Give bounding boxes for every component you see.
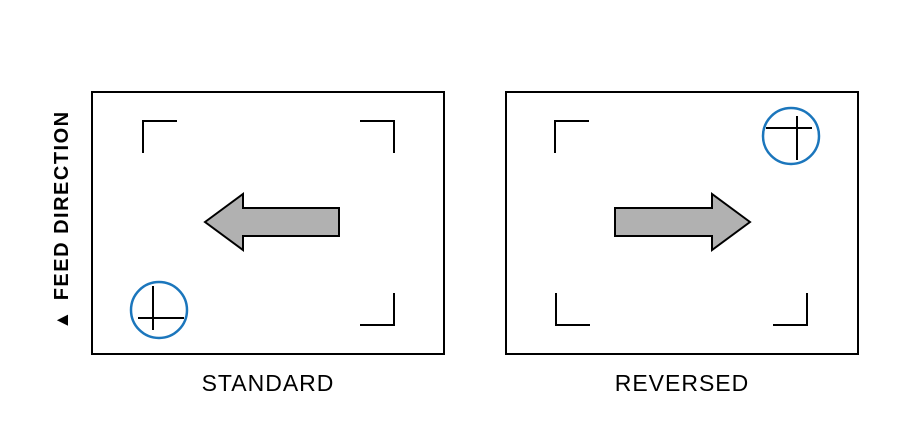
highlight-circle: [129, 280, 189, 340]
reversed-panel-graphic: [554, 106, 821, 326]
standard-caption: STANDARD: [201, 370, 335, 396]
arrow-right-icon: [614, 192, 752, 252]
feed-direction-label: ▲ FEED DIRECTION: [51, 80, 77, 360]
corner-mark-bottom-right-icon: [360, 293, 395, 326]
feed-direction-text: FEED DIRECTION: [51, 110, 73, 301]
corner-mark-top-left-icon: [142, 120, 177, 153]
arrow-left-icon: [203, 192, 340, 252]
reversed-caption: REVERSED: [614, 370, 750, 396]
feed-direction-arrow-icon: ▲: [52, 309, 73, 330]
highlight-circle: [761, 106, 821, 166]
corner-mark-top-right-icon: [360, 120, 395, 153]
standard-panel: [91, 91, 445, 355]
corner-mark-bottom-left-icon: [555, 293, 590, 326]
corner-mark-bottom-right-icon: [773, 293, 808, 326]
reversed-panel: [505, 91, 859, 355]
corner-mark-top-left-icon: [554, 120, 589, 153]
standard-panel-graphic: [129, 120, 395, 340]
